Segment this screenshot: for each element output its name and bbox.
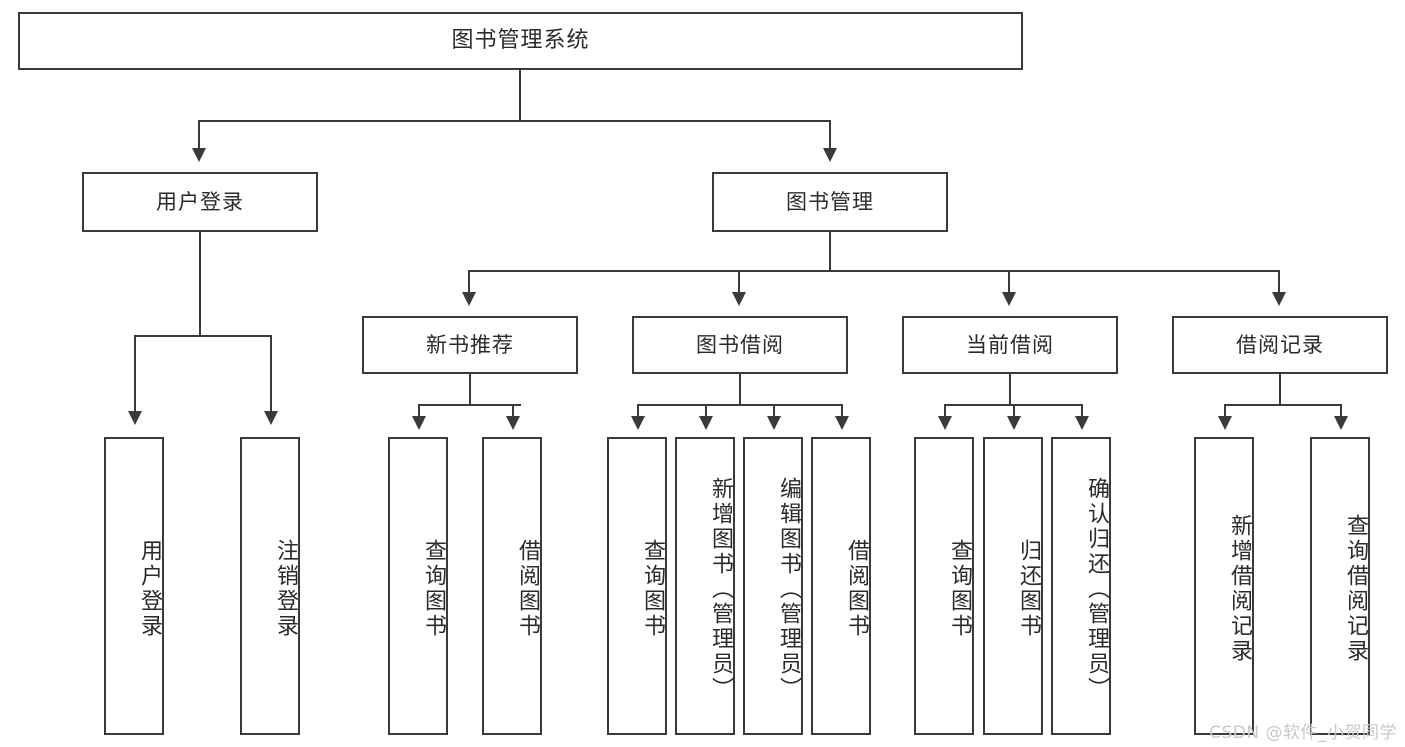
connector-book-manage-drop-2 (738, 270, 740, 294)
connector-new-book-drop-1 (418, 404, 420, 418)
leaf-query-book-2[interactable]: 查询图书 (607, 437, 667, 735)
leaf-borrow-book-2[interactable]: 借阅图书 (811, 437, 871, 735)
connector-book-manage-bus (468, 270, 1280, 272)
leaf-query-book-3[interactable]: 查询图书 (914, 437, 974, 735)
arrow-book-manage-to-book-borrow (732, 292, 746, 306)
connector-book-borrow-drop-1 (637, 404, 639, 418)
leaf-confirm-return[interactable]: 确认归还（管理员） (1051, 437, 1111, 735)
arrow-user-login-leaf-1 (128, 411, 142, 425)
arrow-book-borrow-leaf-4 (835, 416, 849, 430)
leaf-label: 借阅图书 (515, 539, 540, 639)
node-book-manage[interactable]: 图书管理 (712, 172, 948, 232)
leaf-logout[interactable]: 注销登录 (240, 437, 300, 735)
leaf-add-book[interactable]: 新增图书（管理员） (675, 437, 735, 735)
node-label: 借阅记录 (1236, 332, 1324, 357)
connector-root-to-book-manage (829, 120, 831, 150)
leaf-label: 归还图书 (1016, 539, 1041, 639)
connector-book-borrow-drop-4 (841, 404, 843, 418)
leaf-label: 确认归还（管理员） (1084, 476, 1109, 702)
arrow-book-manage-to-borrow-record (1272, 292, 1286, 306)
node-current-borrow[interactable]: 当前借阅 (902, 316, 1118, 374)
node-book-borrow[interactable]: 图书借阅 (632, 316, 848, 374)
leaf-query-book-1[interactable]: 查询图书 (388, 437, 448, 735)
connector-user-login-bus (134, 335, 271, 337)
arrow-borrow-record-leaf-2 (1334, 416, 1348, 430)
node-label: 图书管理系统 (451, 28, 590, 54)
arrow-book-manage-to-new-book (462, 292, 476, 306)
connector-book-borrow-drop-2 (705, 404, 707, 418)
connector-borrow-record-bus (1224, 404, 1341, 406)
node-label: 新书推荐 (426, 332, 514, 357)
connector-user-login-stem (199, 232, 201, 337)
arrow-new-book-leaf-1 (412, 416, 426, 430)
leaf-add-record[interactable]: 新增借阅记录 (1194, 437, 1254, 735)
connector-root-to-user-login (198, 120, 200, 150)
leaf-label: 编辑图书（管理员） (776, 476, 801, 702)
leaf-label: 查询借阅记录 (1343, 514, 1368, 664)
arrow-current-borrow-leaf-1 (938, 416, 952, 430)
leaf-query-record[interactable]: 查询借阅记录 (1310, 437, 1370, 735)
arrow-book-manage-to-current-borrow (1002, 292, 1016, 306)
connector-book-borrow-bus (637, 404, 842, 406)
connector-borrow-record-drop-1 (1224, 404, 1226, 418)
arrow-current-borrow-leaf-2 (1007, 416, 1021, 430)
leaf-label: 查询图书 (421, 539, 446, 639)
leaf-label: 注销登录 (273, 539, 298, 639)
connector-book-manage-drop-4 (1278, 270, 1280, 294)
connector-current-borrow-drop-3 (1081, 404, 1083, 418)
leaf-borrow-book-1[interactable]: 借阅图书 (482, 437, 542, 735)
connector-book-manage-drop-1 (468, 270, 470, 294)
arrow-root-to-user-login (192, 148, 206, 162)
arrow-user-login-leaf-2 (264, 411, 278, 425)
node-label: 图书借阅 (696, 332, 784, 357)
leaf-return-book[interactable]: 归还图书 (983, 437, 1043, 735)
connector-current-borrow-drop-1 (944, 404, 946, 418)
leaf-label: 新增图书（管理员） (708, 476, 733, 702)
connector-current-borrow-drop-2 (1013, 404, 1015, 418)
connector-book-borrow-stem (739, 374, 741, 406)
connector-book-manage-drop-3 (1008, 270, 1010, 294)
connector-borrow-record-drop-2 (1340, 404, 1342, 418)
node-root-system[interactable]: 图书管理系统 (18, 12, 1023, 70)
connector-new-book-drop-2 (512, 404, 514, 418)
arrow-root-to-book-manage (823, 148, 837, 162)
arrow-book-borrow-leaf-2 (699, 416, 713, 430)
node-label: 当前借阅 (966, 332, 1054, 357)
leaf-label: 借阅图书 (844, 539, 869, 639)
arrow-borrow-record-leaf-1 (1218, 416, 1232, 430)
arrow-book-borrow-leaf-3 (767, 416, 781, 430)
csdn-watermark: CSDN @软件_小贺同学 (1209, 723, 1397, 743)
leaf-label: 查询图书 (947, 539, 972, 639)
leaf-label: 新增借阅记录 (1227, 514, 1252, 664)
connector-borrow-record-stem (1279, 374, 1281, 406)
connector-user-login-drop-1 (134, 335, 136, 413)
connector-new-book-bus (418, 404, 521, 406)
connector-root-bus (198, 120, 831, 122)
connector-book-borrow-drop-3 (773, 404, 775, 418)
connector-current-borrow-bus (944, 404, 1081, 406)
connector-root-stem (519, 70, 521, 122)
connector-book-manage-stem (829, 232, 831, 272)
arrow-book-borrow-leaf-1 (631, 416, 645, 430)
arrow-new-book-leaf-2 (506, 416, 520, 430)
arrow-current-borrow-leaf-3 (1075, 416, 1089, 430)
connector-user-login-drop-2 (270, 335, 272, 413)
node-label: 用户登录 (156, 189, 244, 214)
connector-new-book-stem (469, 374, 471, 406)
leaf-label: 用户登录 (137, 539, 162, 639)
node-new-book-recommend[interactable]: 新书推荐 (362, 316, 578, 374)
leaf-label: 查询图书 (640, 539, 665, 639)
node-user-login[interactable]: 用户登录 (82, 172, 318, 232)
node-borrow-record[interactable]: 借阅记录 (1172, 316, 1388, 374)
leaf-edit-book[interactable]: 编辑图书（管理员） (743, 437, 803, 735)
node-label: 图书管理 (786, 189, 874, 214)
leaf-user-login[interactable]: 用户登录 (104, 437, 164, 735)
connector-current-borrow-stem (1009, 374, 1011, 406)
